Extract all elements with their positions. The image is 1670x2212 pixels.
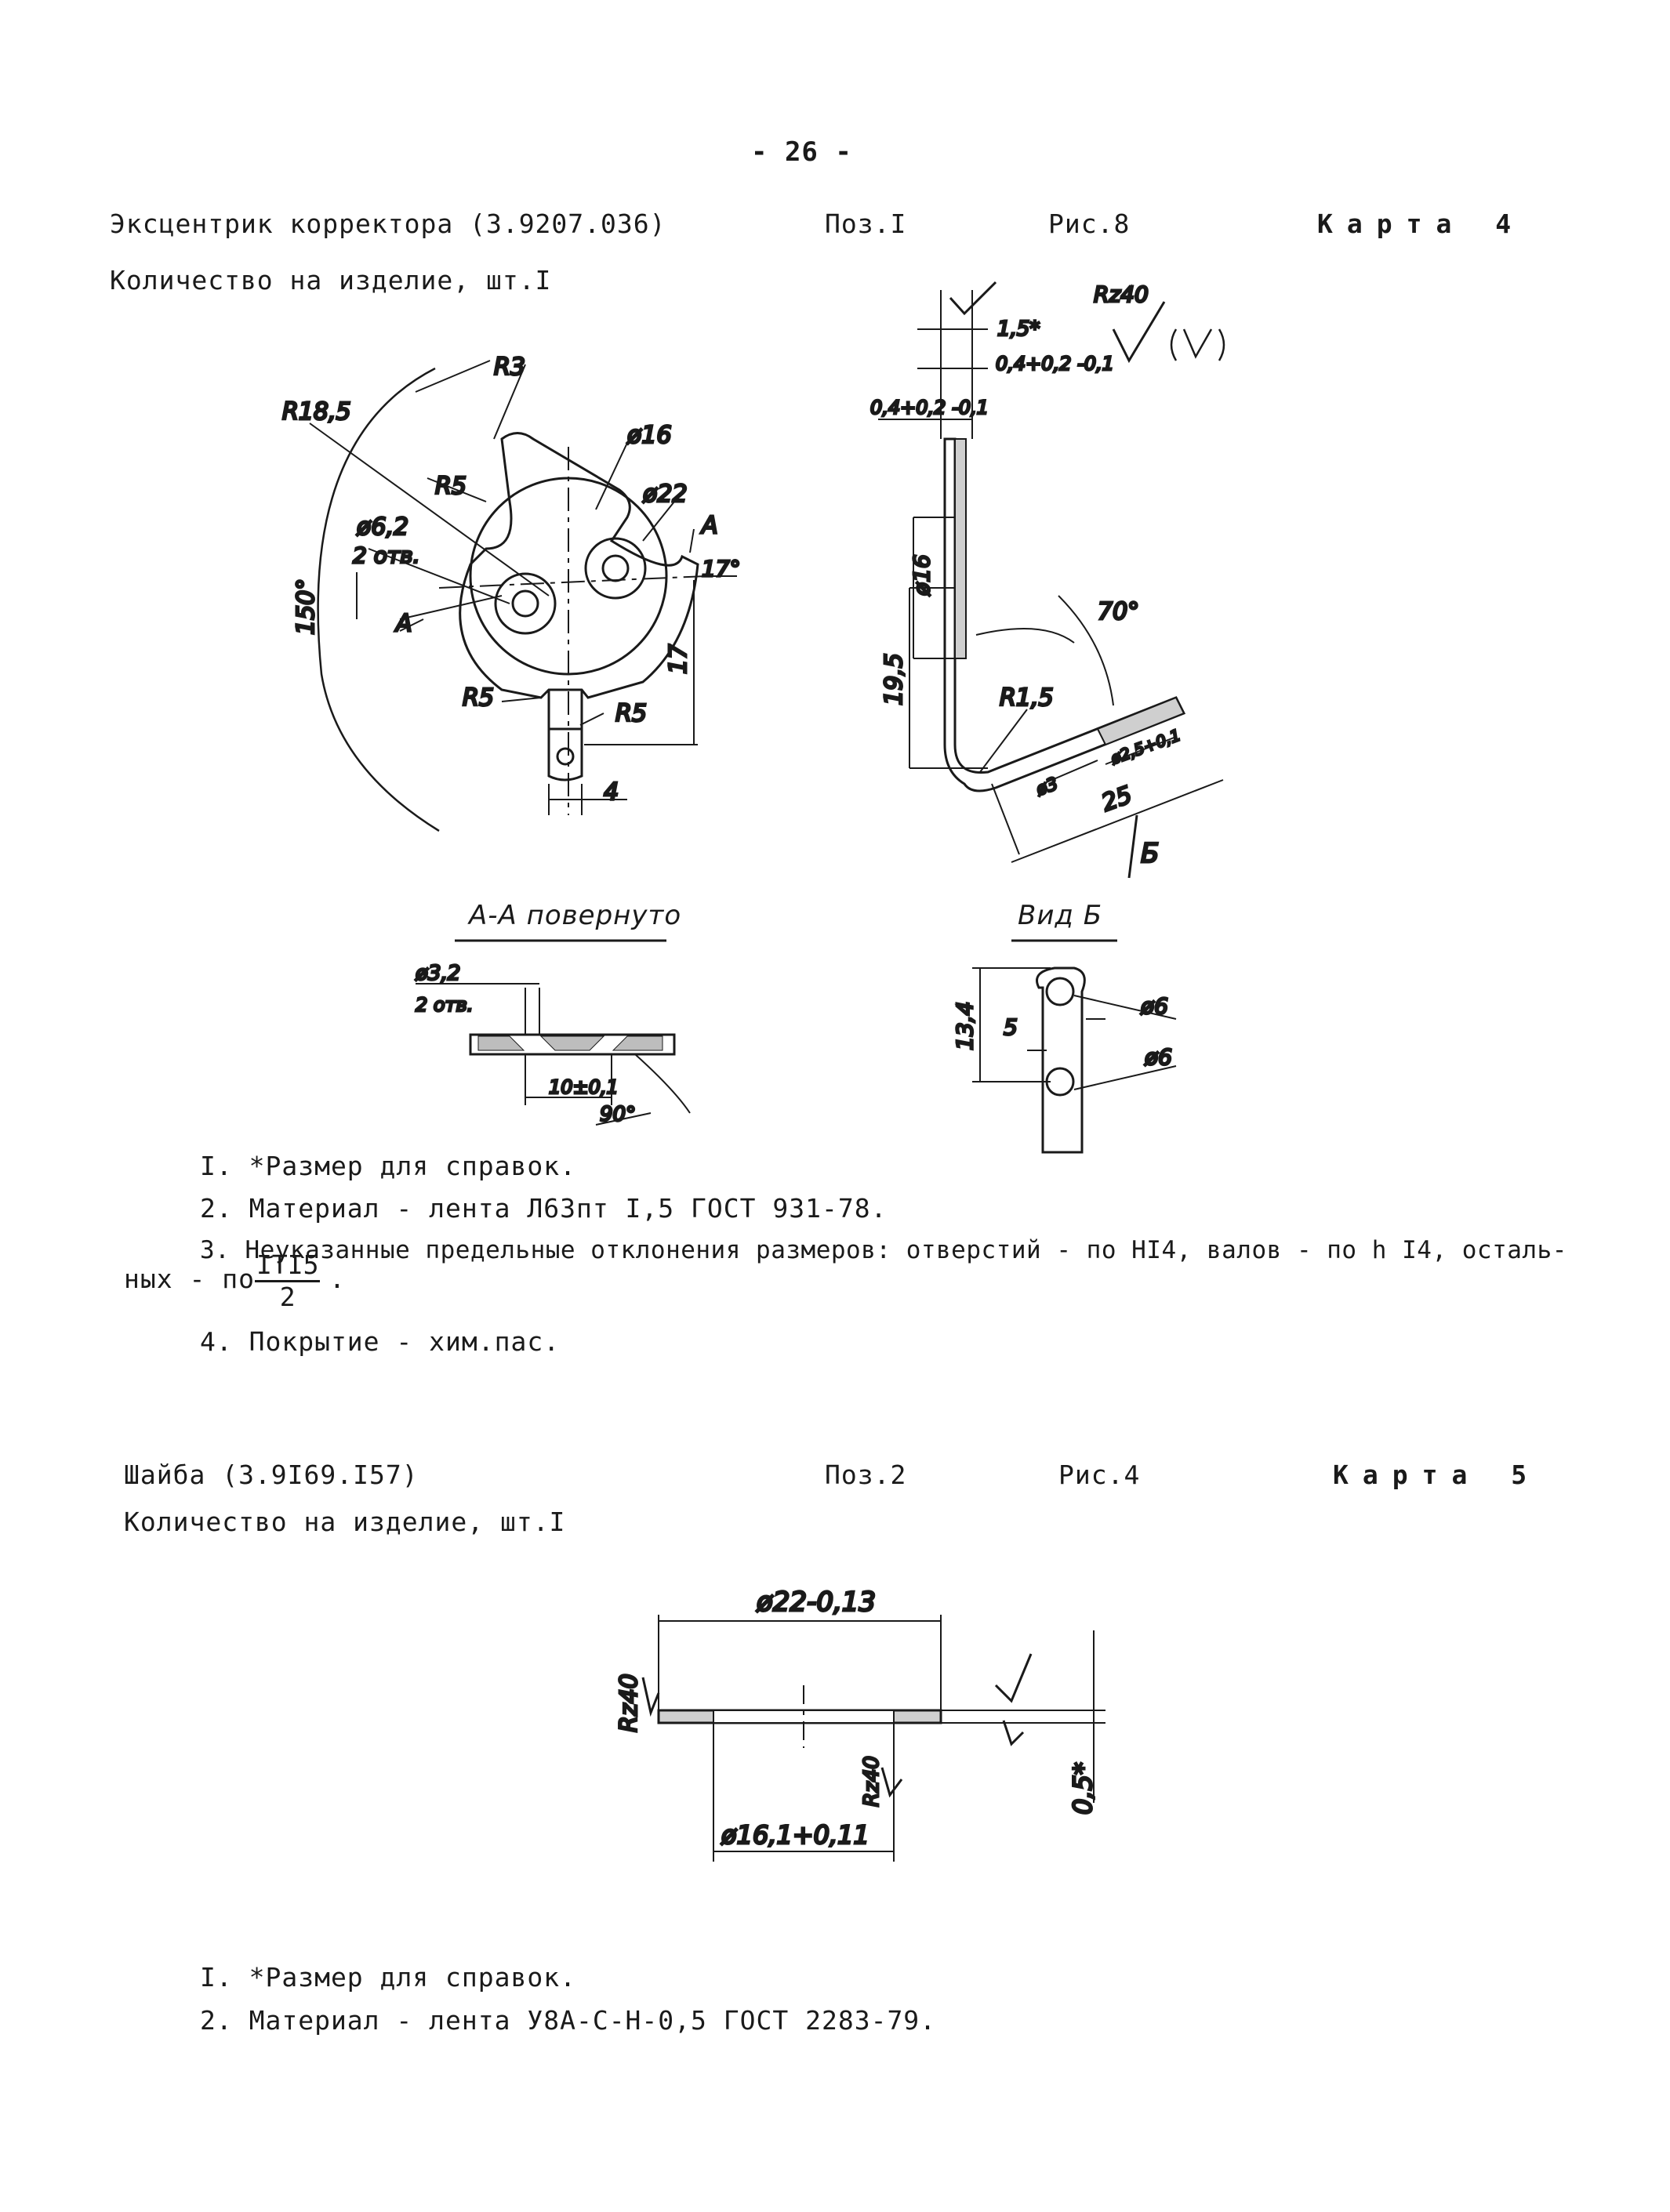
label-washer-d22: ø22-0,13 (756, 1586, 876, 1618)
fraction-suffix: . (329, 1264, 346, 1294)
label-tol04b: 0,4+0,2 -0,1 (870, 397, 989, 419)
label-d6a: ø6 (1140, 993, 1168, 1019)
label-dim10: 10±0,1 (549, 1076, 619, 1098)
label-a-left: A (394, 610, 412, 637)
label-d6b: ø6 (1144, 1044, 1172, 1070)
label-r3: R3 (494, 354, 525, 381)
label-r185: R18,5 (282, 398, 351, 426)
label-dim134: 13,4 (952, 1002, 978, 1050)
label-holes2: 2 отв. (353, 542, 420, 568)
card5-note-2: 2. Материал - лента У8А-С-Н-0,5 ГОСТ 228… (200, 2005, 937, 2036)
label-ang90: 90° (600, 1103, 636, 1126)
card5-title: Шайба (3.9I69.I57) (124, 1460, 419, 1490)
label-rz40: Rz40 (1094, 281, 1149, 307)
label-dim17: 17 (665, 644, 692, 674)
label-washer-rz40-left: Rz40 (615, 1674, 643, 1732)
card5-quantity: Количество на изделие, шт.I (124, 1507, 566, 1537)
label-dim195: 19,5 (880, 653, 908, 705)
label-r15: R1,5 (1000, 684, 1054, 712)
page-number: - 26 - (751, 136, 852, 168)
label-d62: ø6,2 (356, 513, 408, 541)
label-dim4: 4 (604, 778, 619, 806)
label-d16: ø16 (626, 422, 672, 449)
label-a-right: A (700, 512, 718, 539)
fraction-denominator: 2 (279, 1282, 296, 1312)
card5-fig: Рис.4 (1058, 1460, 1141, 1490)
card4-note-3-cont: ных - по (124, 1264, 255, 1294)
label-tol04a: 0,4+0,2 -0,1 (996, 353, 1114, 375)
card4-fig: Рис.8 (1048, 209, 1131, 239)
label-dim15: 1,5* (997, 317, 1040, 341)
card4-note-4: 4. Покрытие - хим.пас. (200, 1326, 561, 1357)
view-b-drawing (972, 939, 1177, 1154)
card5-note-1: I. *Размер для справок. (200, 1962, 576, 1993)
card5-pos: Поз.2 (825, 1460, 907, 1490)
fraction-numerator: IТI5 (255, 1250, 321, 1282)
label-washer-d161: ø16,1+0,11 (721, 1820, 869, 1850)
card4-note-3: 3. Неуказанные предельные отклонения раз… (200, 1236, 1567, 1264)
label-dim25: 25 (1098, 781, 1136, 818)
label-sec-holes2: 2 отв. (416, 994, 473, 1016)
eccentric-front-view (309, 360, 737, 832)
label-r5-left: R5 (463, 684, 494, 712)
label-dim5: 5 (1004, 1014, 1018, 1040)
label-d22: ø22 (642, 480, 688, 508)
washer-drawing (641, 1615, 1105, 1862)
eccentric-side-view (878, 281, 1225, 879)
card4-note-2: 2. Материал - лента Л63пт I,5 ГОСТ 931-7… (200, 1193, 888, 1224)
card4-quantity: Количество на изделие, шт.I (110, 265, 552, 296)
label-r5-top: R5 (435, 473, 467, 500)
label-d16v: ø16 (909, 554, 935, 597)
section-aa-title: А-А повернуто (469, 900, 682, 931)
view-b-title: Вид Б (1018, 900, 1103, 931)
label-r5-right: R5 (615, 700, 647, 727)
card5-card: Карта 5 (1333, 1460, 1541, 1490)
section-aa-drawing (416, 939, 691, 1126)
label-ang150: 150° (292, 578, 320, 635)
tolerance-fraction: IТI5 2 (255, 1250, 321, 1312)
label-ang70: 70° (1098, 598, 1139, 626)
card4-pos: Поз.I (825, 209, 907, 239)
card4-note-1: I. *Размер для справок. (200, 1151, 576, 1181)
card4-card: Карта 4 (1317, 209, 1526, 239)
card4-title: Эксцентрик корректора (3.9207.036) (110, 209, 666, 239)
label-view-b-arrow: Б (1141, 838, 1159, 869)
label-d32: ø3,2 (415, 962, 460, 985)
label-ang17: 17° (702, 556, 741, 582)
label-washer-dim05: 0,5* (1068, 1762, 1098, 1815)
label-washer-rz40-mid: Rz40 (860, 1756, 884, 1807)
